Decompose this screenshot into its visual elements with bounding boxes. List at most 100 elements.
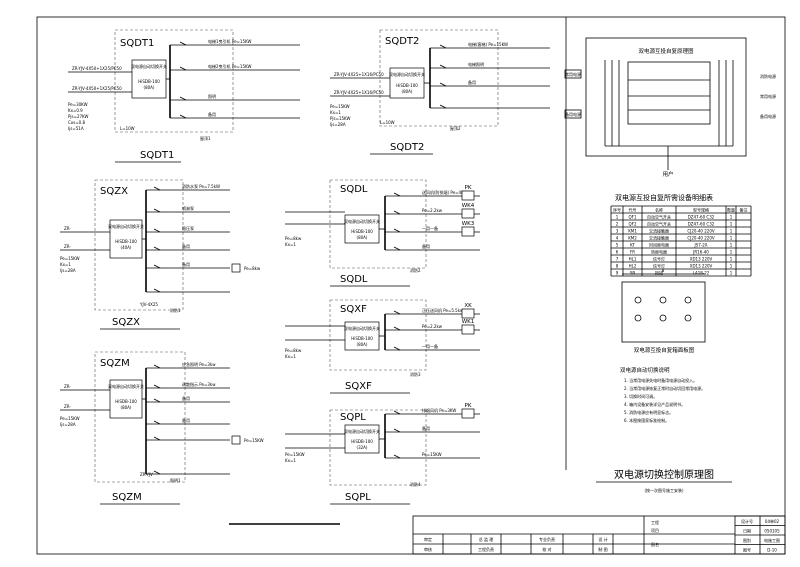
panel-tag: ZR-YJV [140, 472, 153, 477]
load-param: Kx=1 [285, 242, 296, 247]
table-cell: XD13 220V [690, 257, 713, 262]
ats-label: 双电源自动切换开关 [389, 71, 425, 77]
title-block-cell: 设 计 [598, 536, 607, 542]
cabinet-indicator-lamp [684, 314, 692, 322]
feeder-label: 正压送风机 Pe=5.5kw [422, 307, 464, 313]
ats-label: 双电源自动切换开关 [344, 428, 380, 434]
table-cell: FR [630, 250, 635, 255]
load-param: Pe=8kw [285, 348, 302, 353]
breaker-symbol [439, 44, 447, 49]
table-cell: 5 [616, 243, 619, 248]
table-cell: SB [630, 271, 636, 276]
table-cell: KM2 [628, 236, 637, 241]
breaker-symbol [393, 410, 401, 415]
floor-label: 消防2 [410, 267, 421, 273]
panel-tag: L=10W [380, 120, 395, 125]
feeder-label: 送风机(防排烟) Pe=4kW [422, 189, 467, 195]
load-param: Kx=0.9 [68, 108, 83, 113]
floor-label: 消防3 [410, 371, 421, 377]
title-block-cell: 工程负责 [478, 546, 494, 552]
table-cell: 1 [730, 250, 733, 255]
schematic-control-box [627, 61, 711, 125]
table-header-cell: 备注 [740, 207, 748, 213]
panel-caption: SQZM [112, 492, 142, 503]
feeder-label: 备用 [182, 395, 190, 401]
breaker-symbol [153, 398, 161, 403]
panel-name: SQXF [340, 304, 367, 315]
load-param: Kx=1 [285, 458, 296, 463]
note-line: 3. 切换时间可调。 [624, 393, 657, 399]
table-cell: 1 [616, 215, 619, 220]
feeder-label: 稳压泵 [182, 225, 194, 231]
ats-model: HiSDB-100 [351, 439, 373, 444]
ats-model: HiSDB-100 [396, 83, 418, 88]
panel-name: SQDL [340, 184, 368, 195]
table-cell: 按钮 [655, 270, 663, 276]
feeder-label: Pe=2.2kw [422, 324, 443, 329]
incoming-cable: ZR- [64, 404, 71, 409]
ats-switch-box [389, 67, 425, 99]
table-header-cell: 数量 [727, 207, 735, 213]
schematic-title: 双电源互投自复原理图 [638, 47, 694, 55]
device-code: XK [464, 303, 472, 309]
source-label-1: 常用电源 [565, 71, 581, 77]
cabinet-title: 双电源互投自复箱面板图 [634, 346, 695, 354]
title-field-label: 图号 [743, 547, 751, 553]
breaker-symbol [439, 82, 447, 87]
table-cell: 交流接触器 [649, 235, 669, 241]
panel-name: SQZX [100, 186, 128, 197]
feeder-label: 备用 [208, 111, 216, 117]
load-param: Kx=1 [60, 262, 71, 267]
cabinet-dim-label: B [662, 268, 665, 273]
load-param: Pe=15KW [60, 256, 80, 261]
incoming-cable: ZR-YJV-4X50+1X25/PC50 [72, 86, 122, 91]
floor-label: 消防4 [410, 481, 421, 487]
feeder-label: 备用 [468, 79, 476, 85]
ats-label: 双电源自动切换开关 [108, 223, 144, 229]
load-param: Ijs=28A [330, 122, 346, 127]
floor-label: 屋顶2 [450, 125, 461, 131]
title-field-label: 图别 [743, 537, 751, 543]
note-line: 1. 当常用电源失电时备用电源自动投入。 [624, 377, 697, 383]
breaker-symbol [153, 288, 161, 293]
table-cell: XD13 220V [690, 264, 713, 269]
table-cell: 1 [730, 236, 733, 241]
table-cell: CJ20-40 220V [687, 236, 715, 241]
panel-enclosure [94, 351, 186, 483]
table-cell: DZ47-60 C32 [688, 215, 715, 220]
item-label: 项目 [651, 527, 659, 533]
feeder-label: 疏散指示 Pe=3kw [182, 381, 216, 387]
table-cell: JS7-2A [694, 243, 708, 248]
panel-caption: SQXF [345, 381, 372, 392]
feeder-label: Pe=2.2kw [422, 208, 443, 213]
breaker-symbol [153, 420, 161, 425]
load-param: Pe=15KW [330, 104, 350, 109]
load-param: Kx=1 [285, 354, 296, 359]
right-label-1: 消防电源 [760, 73, 776, 79]
incoming-cable: ZR-YJV-4X25+1X16/PC50 [334, 72, 384, 77]
drawing-label: 图名 [651, 541, 659, 547]
device-code: WK4 [462, 203, 475, 209]
main-title: 双电源切换控制原理图 [614, 468, 714, 481]
ats-label: 双电源自动切换开关 [344, 218, 380, 224]
load-param: Pe=8kw [285, 236, 302, 241]
breaker-symbol [393, 310, 401, 315]
breaker-symbol [179, 41, 187, 46]
breaker-symbol [393, 192, 401, 197]
ats-rating: (32A) [357, 445, 368, 450]
cabinet-lamps [634, 296, 692, 322]
device-code: PK [465, 403, 472, 409]
table-cell: 6 [616, 250, 619, 255]
panel-enclosure [329, 299, 427, 371]
table-cell: 8 [616, 264, 619, 269]
ats-switch-box [344, 214, 380, 244]
panel-enclosure [329, 409, 427, 486]
table-cell: 热继电器 [651, 249, 667, 255]
breaker-symbol [153, 208, 161, 213]
table-cell: 1 [730, 222, 733, 227]
ats-model: HiSDB-100 [351, 229, 373, 234]
table-title: 双电源互投自复所需设备明细表 [615, 193, 713, 202]
breaker-symbol [393, 326, 401, 331]
